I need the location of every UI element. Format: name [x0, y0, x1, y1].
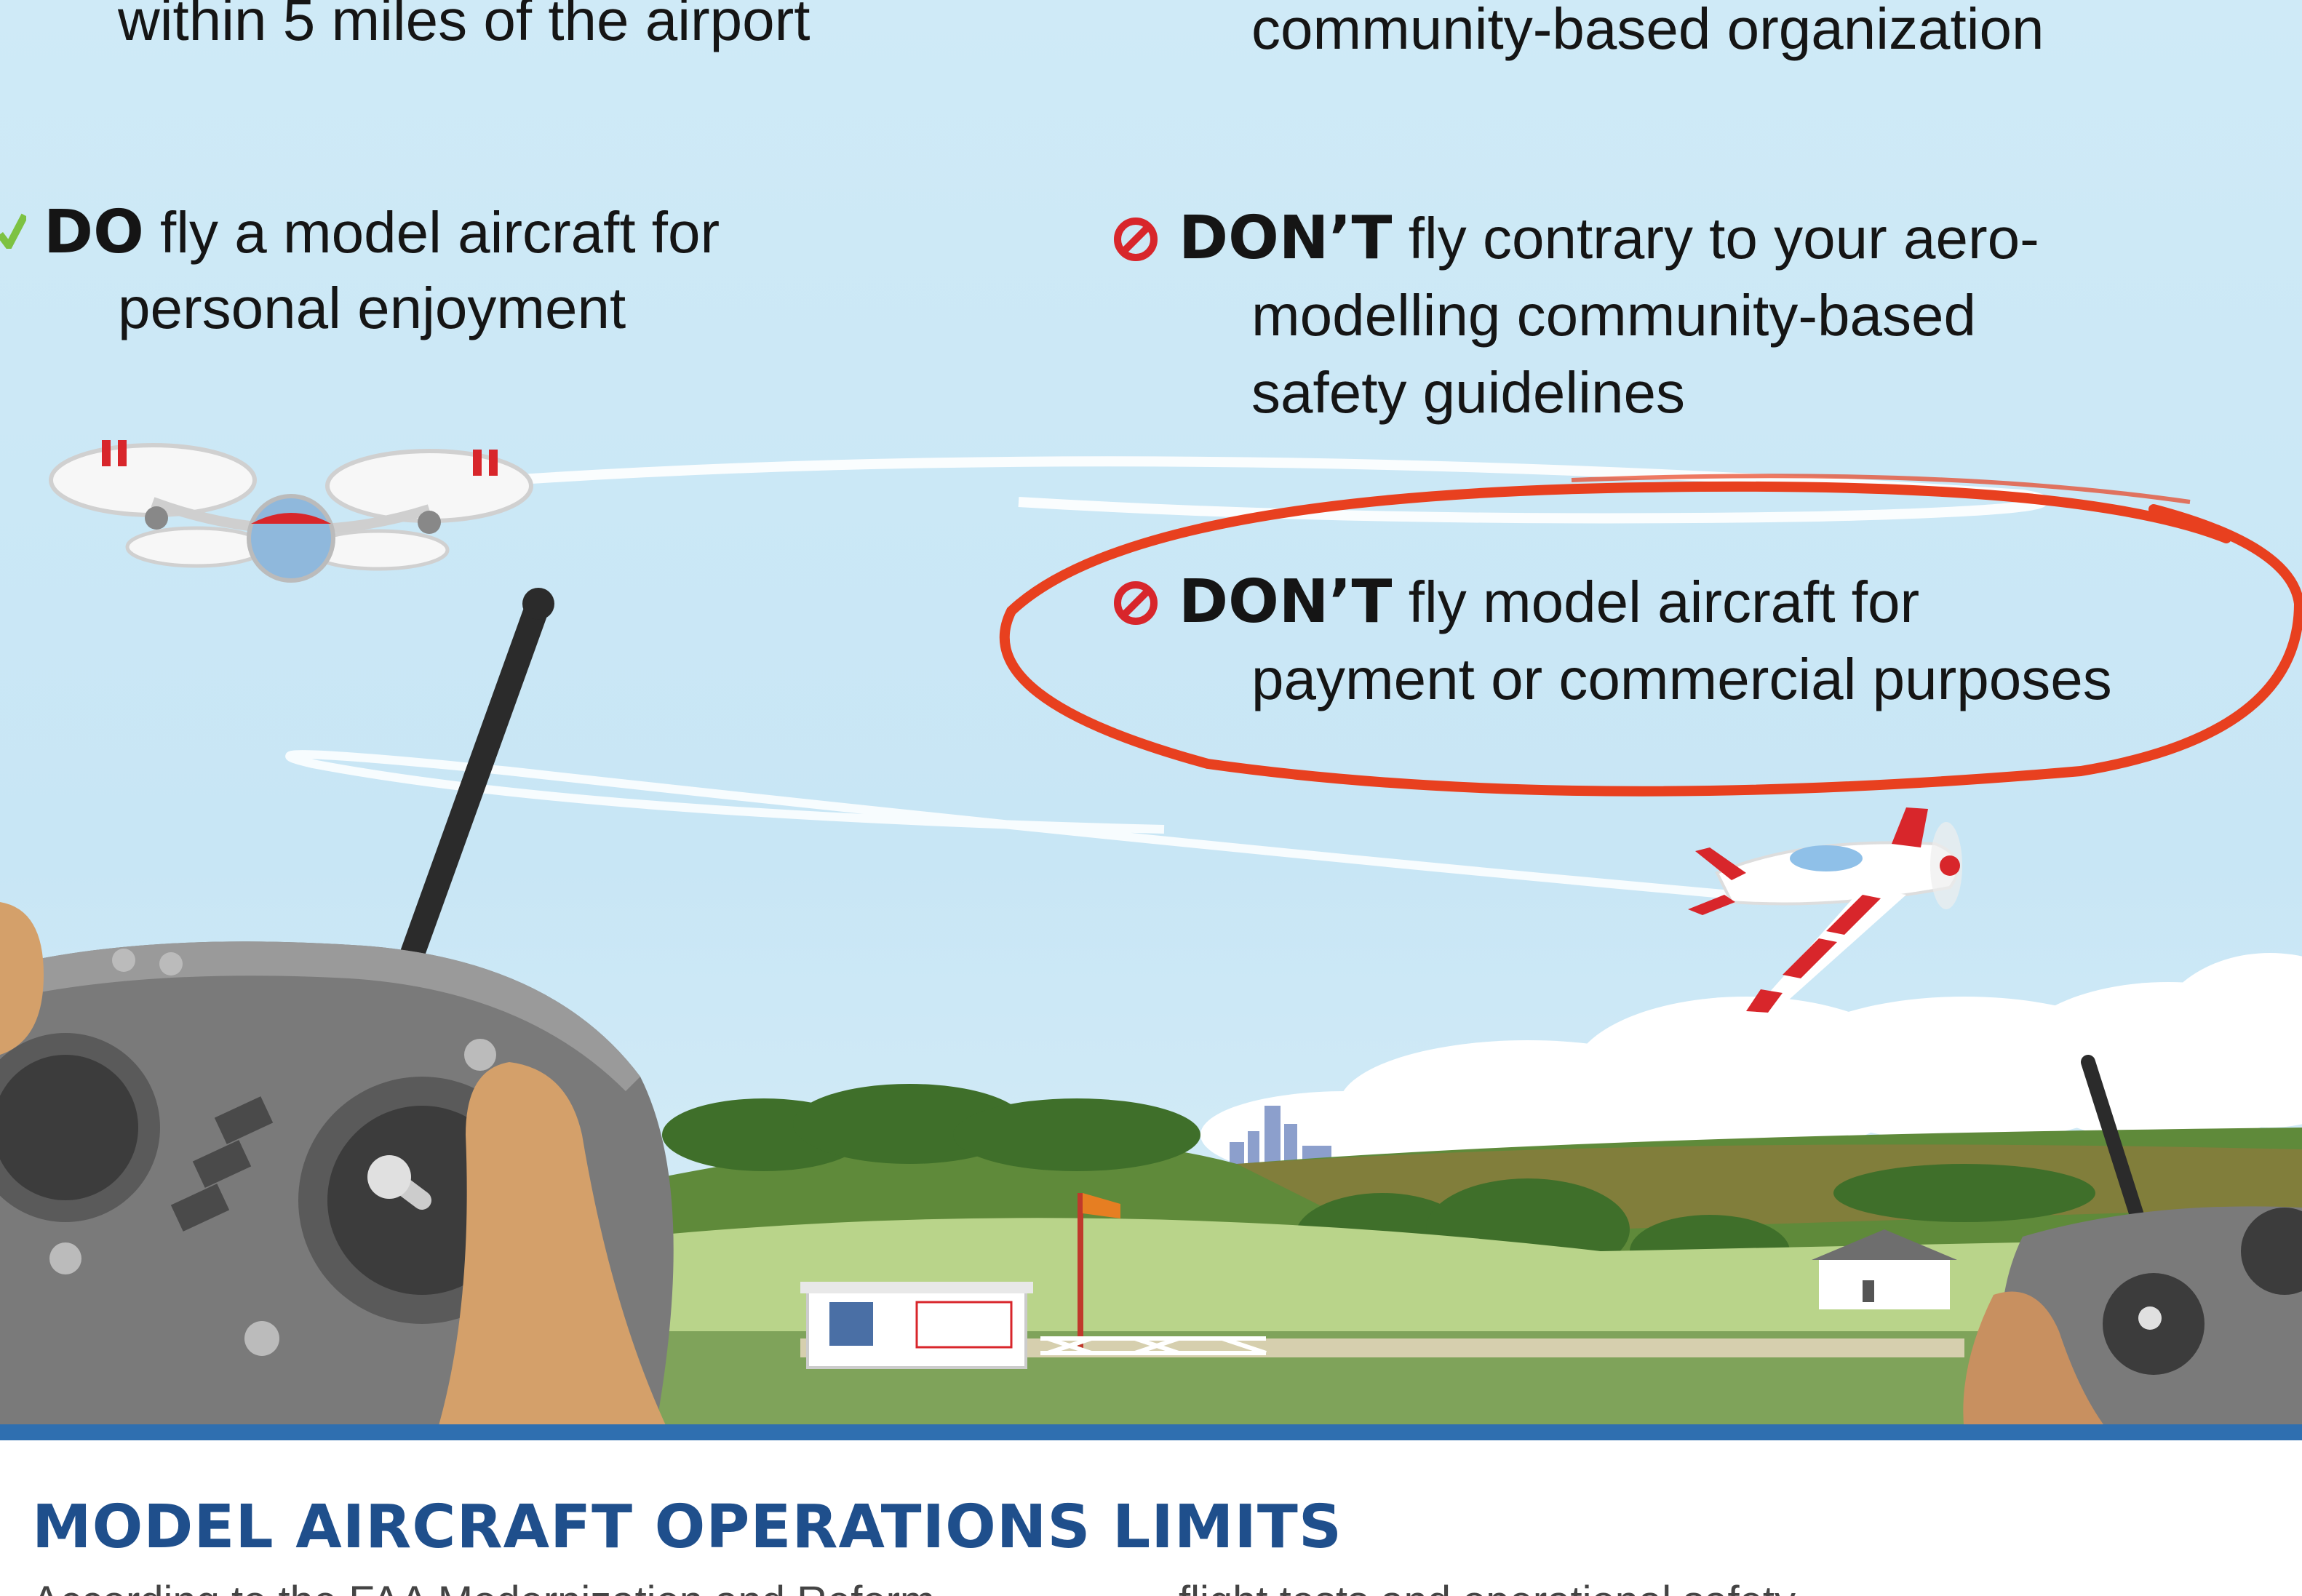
- model-airplane: [1688, 807, 1962, 1018]
- rule-dont-cbo-tail: community-based organization: [1251, 0, 2044, 61]
- prohibited-icon: [1114, 218, 1158, 261]
- footer-section: [0, 1440, 2302, 1596]
- rule-keyword-do: DO: [44, 198, 144, 267]
- prohibited-icon: [1114, 581, 1158, 625]
- rule-do-airport-tail: within 5 miles of the airport: [118, 0, 811, 52]
- windsock: [1078, 1193, 1120, 1353]
- rule-dont-guidelines: DON’T fly contrary to your aero-: [1179, 201, 2039, 276]
- section-body-left: According to the FAA Modernization and R…: [32, 1577, 935, 1596]
- rule-dont-commercial: DON’T fly model aircraft for: [1179, 564, 1919, 640]
- rule-text-line2: modelling community-based: [1251, 283, 1977, 348]
- illustration-scene: within 5 miles of the airport community-…: [0, 0, 2302, 1433]
- clubhouse: [800, 1282, 1033, 1369]
- rule-text-line1: fly contrary to your aero-: [1408, 206, 2039, 271]
- landscape-artwork: [0, 440, 2302, 1433]
- rule-text-line3: safety guidelines: [1251, 360, 1685, 425]
- check-icon: [0, 213, 26, 249]
- airplane-trail: [285, 750, 1732, 899]
- rule-text-line1: fly a model aircraft for: [160, 200, 720, 265]
- rule-keyword-dont: DON’T: [1179, 567, 1393, 637]
- rc-transmitter-small: [1963, 1055, 2302, 1433]
- rule-text-line2: payment or commercial purposes: [1251, 647, 2112, 711]
- fence: [1040, 1336, 1267, 1355]
- section-body-right: flight tests and operational safety...: [1179, 1577, 1828, 1596]
- clouds: [1200, 953, 2302, 1178]
- highlight-circle: [999, 474, 2302, 797]
- quadcopter-drone: [49, 440, 533, 583]
- rc-transmitter: [0, 588, 674, 1433]
- rule-text-line2: personal enjoyment: [118, 276, 626, 340]
- rule-text-line1: fly model aircraft for: [1408, 570, 1920, 634]
- rule-keyword-dont: DON’T: [1179, 204, 1393, 273]
- farmhouse: [1812, 1229, 1957, 1309]
- rule-do-enjoy: DO fly a model aircraft for: [44, 195, 720, 271]
- section-title: MODEL AIRCRAFT OPERATIONS LIMITS: [32, 1493, 1342, 1562]
- footer-divider: [0, 1424, 2302, 1440]
